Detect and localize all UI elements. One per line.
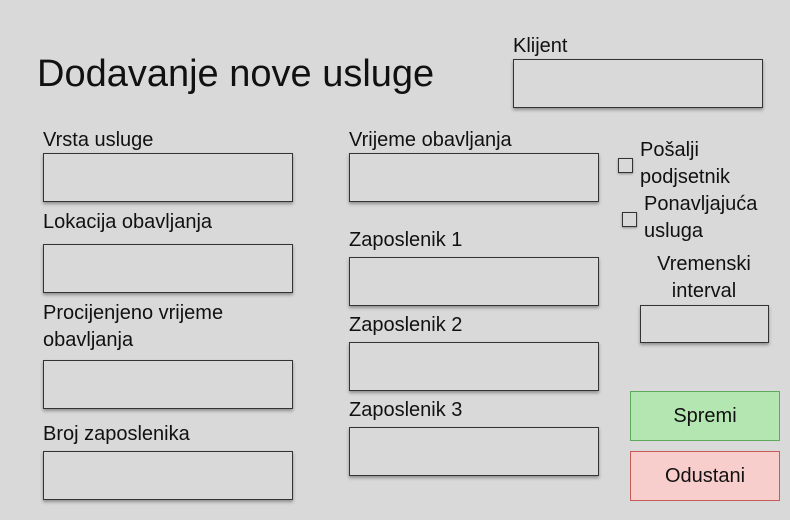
send-reminder-checkbox[interactable]: [618, 158, 633, 173]
recurring-service-checkbox[interactable]: [622, 212, 637, 227]
estimated-time-label: Procijenjeno vrijeme obavljanja: [43, 300, 223, 354]
employee3-label: Zaposlenik 3: [349, 399, 463, 421]
time-interval-label-line2: interval: [671, 280, 737, 302]
employee-count-input[interactable]: [43, 451, 293, 500]
service-type-input[interactable]: [43, 153, 293, 202]
location-label: Lokacija obavljanja: [43, 211, 213, 233]
send-reminder-label-line2: podjsetnik: [640, 166, 731, 188]
estimated-time-input[interactable]: [43, 360, 293, 409]
employee-count-label: Broj zaposlenika: [43, 423, 190, 445]
cancel-button[interactable]: Odustani: [630, 451, 780, 501]
save-button[interactable]: Spremi: [630, 391, 780, 441]
employee1-input[interactable]: [349, 257, 599, 306]
service-time-input[interactable]: [349, 153, 599, 202]
recurring-service-label-line1: Ponavljajuća: [644, 193, 758, 215]
employee2-label: Zaposlenik 2: [349, 314, 463, 336]
service-time-label: Vrijeme obavljanja: [349, 129, 512, 151]
page-title: Dodavanje nove usluge: [37, 53, 435, 95]
recurring-service-label-line2: usluga: [644, 220, 703, 242]
client-label: Klijent: [513, 35, 568, 57]
location-input[interactable]: [43, 244, 293, 293]
send-reminder-label-line1: Pošalji: [640, 139, 699, 161]
recurring-service-label: Ponavljajuća usluga: [644, 191, 757, 245]
service-type-label: Vrsta usluge: [43, 129, 154, 151]
employee3-input[interactable]: [349, 427, 599, 476]
employee2-input[interactable]: [349, 342, 599, 391]
employee1-label: Zaposlenik 1: [349, 229, 463, 251]
time-interval-label-line1: Vremenski: [657, 253, 751, 275]
time-interval-label: Vremenski interval: [634, 251, 774, 305]
client-input[interactable]: [513, 59, 763, 108]
estimated-time-label-line2: obavljanja: [43, 329, 134, 351]
time-interval-input[interactable]: [640, 305, 769, 343]
send-reminder-label: Pošalji podjsetnik: [640, 137, 730, 191]
estimated-time-label-line1: Procijenjeno vrijeme: [43, 302, 224, 324]
